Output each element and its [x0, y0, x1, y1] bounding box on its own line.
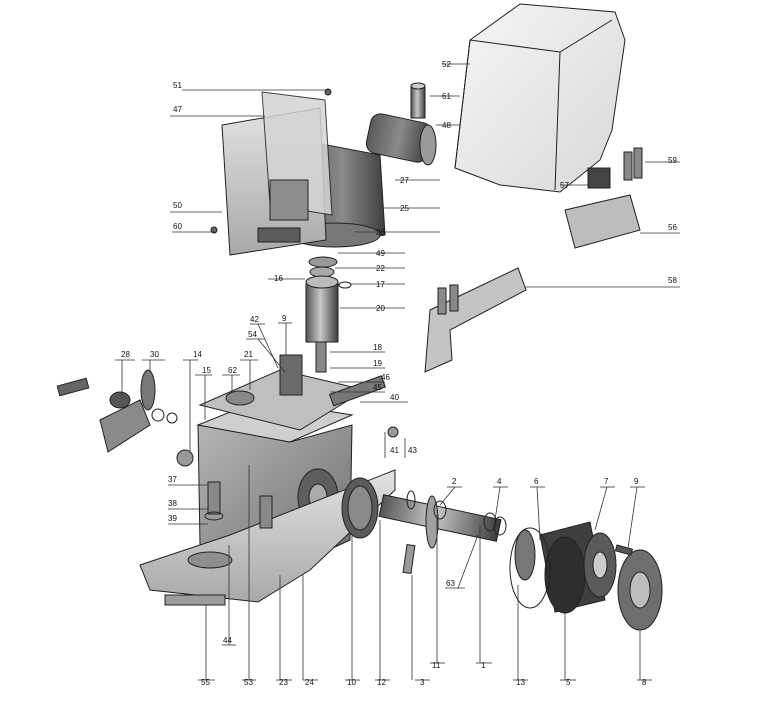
drive-gear	[341, 477, 379, 539]
callout-28: 28	[121, 350, 130, 359]
motor-capacitor	[365, 113, 437, 166]
callout-52: 52	[442, 60, 451, 69]
callout-38: 38	[168, 499, 177, 508]
callout-12: 12	[377, 678, 386, 687]
callout-27: 27	[400, 176, 409, 185]
callout-61: 61	[442, 92, 451, 101]
callout-57: 57	[560, 181, 569, 190]
callout-49: 49	[376, 249, 385, 258]
callout-19: 19	[373, 359, 382, 368]
callout-48: 48	[442, 121, 451, 130]
callout-5: 5	[566, 678, 571, 687]
mounting-bracket-lower	[424, 267, 527, 373]
callout-62: 62	[228, 366, 237, 375]
base-plate	[139, 469, 396, 606]
callout-9-upper: 9	[282, 314, 287, 323]
callout-22: 22	[376, 264, 385, 273]
callout-60: 60	[173, 222, 182, 231]
callout-54: 54	[248, 330, 257, 339]
callout-25: 25	[400, 204, 409, 213]
callout-14: 14	[193, 350, 202, 359]
callout-20: 20	[376, 304, 385, 313]
bolts	[204, 481, 273, 529]
gearbox-top-plate	[198, 354, 399, 438]
callout-21: 21	[244, 350, 253, 359]
control-board	[210, 88, 333, 256]
callout-50: 50	[173, 201, 182, 210]
callout-39: 39	[168, 514, 177, 523]
callout-4: 4	[497, 477, 502, 486]
clutch-housing	[509, 521, 617, 614]
mounting-bracket-upper	[564, 147, 643, 249]
callout-44: 44	[223, 636, 232, 645]
callout-15: 15	[202, 366, 211, 375]
rotor-stack	[305, 256, 352, 373]
leader-lines	[115, 63, 680, 681]
callout-9-lower: 9	[634, 477, 639, 486]
callout-1: 1	[481, 661, 486, 670]
callout-45: 45	[373, 383, 382, 392]
stud-bolt	[410, 82, 426, 119]
callout-10: 10	[347, 678, 356, 687]
callout-43: 43	[408, 446, 417, 455]
callout-40: 40	[390, 393, 399, 402]
callout-30: 30	[150, 350, 159, 359]
callout-18: 18	[373, 343, 382, 352]
pinion-gear	[614, 544, 663, 631]
callout-37: 37	[168, 475, 177, 484]
callout-3: 3	[420, 678, 425, 687]
callout-13: 13	[516, 678, 525, 687]
callout-7: 7	[604, 477, 609, 486]
callout-8: 8	[642, 678, 647, 687]
housing-cover	[454, 3, 626, 193]
callout-labels: 51 47 52 61 48 27 25 50 60 26 49 22 16 1…	[121, 60, 677, 687]
callout-16: 16	[274, 274, 283, 283]
callout-56: 56	[668, 223, 677, 232]
callout-55: 55	[201, 678, 210, 687]
callout-11: 11	[432, 661, 441, 670]
release-handle	[56, 369, 178, 453]
callout-47: 47	[173, 105, 182, 114]
callout-42: 42	[250, 315, 259, 324]
callout-46: 46	[381, 373, 390, 382]
callout-59: 59	[668, 156, 677, 165]
callout-26: 26	[376, 228, 385, 237]
callout-17: 17	[376, 280, 385, 289]
callout-23: 23	[279, 678, 288, 687]
callout-24: 24	[305, 678, 314, 687]
callout-51: 51	[173, 81, 182, 90]
callout-2: 2	[452, 477, 457, 486]
output-shaft	[378, 490, 507, 574]
callout-6: 6	[534, 477, 539, 486]
callout-41: 41	[390, 446, 399, 455]
callout-58: 58	[668, 276, 677, 285]
callout-63: 63	[446, 579, 455, 588]
callout-53: 53	[244, 678, 253, 687]
